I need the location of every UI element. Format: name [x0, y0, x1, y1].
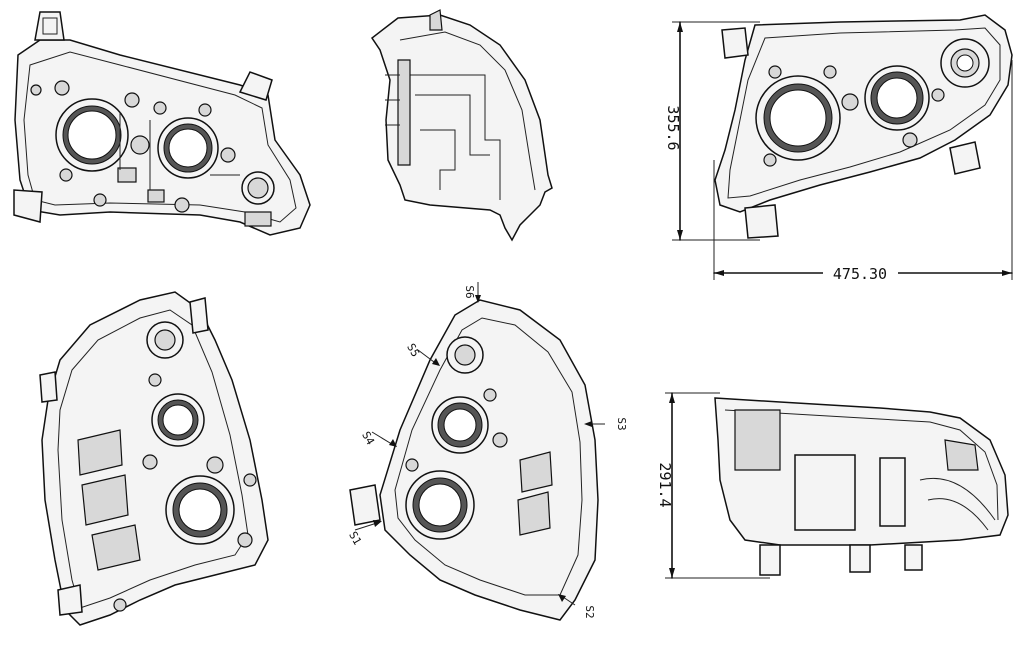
view-rear	[13, 11, 311, 236]
dimension-height-side: 291.4	[656, 462, 674, 507]
section-label-s2: S2	[583, 605, 596, 618]
view-side-section	[370, 9, 553, 242]
view-front-dimensioned	[672, 14, 1013, 280]
dimension-width-top: 475.30	[833, 265, 887, 283]
section-label-s6: S6	[463, 285, 476, 298]
dimension-height-top: 355.6	[664, 105, 682, 150]
section-label-s3: S3	[615, 417, 628, 430]
view-isometric-rear	[39, 291, 269, 626]
section-label-s1: S1	[346, 529, 364, 547]
section-label-s4: S4	[359, 429, 377, 447]
view-side-dimensioned	[665, 392, 1009, 579]
view-isometric-sections	[349, 282, 605, 621]
section-label-s5: S5	[404, 341, 422, 359]
